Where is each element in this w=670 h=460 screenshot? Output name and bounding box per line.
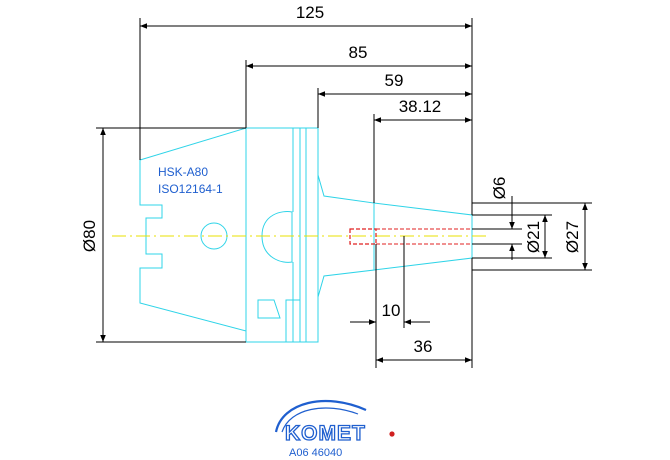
dim-125: 125 — [296, 3, 324, 22]
komet-brand-text: KOMET — [285, 422, 366, 445]
dim-10: 10 — [382, 301, 401, 320]
dim-85: 85 — [349, 43, 368, 62]
tool-holder-outline — [139, 127, 473, 343]
dimension-lines — [96, 18, 592, 368]
dim-38-12: 38.12 — [399, 97, 442, 116]
part-number: A06 46040 — [289, 447, 342, 459]
bore-hidden-lines — [349, 228, 472, 245]
dim-dia-6: Ø6 — [490, 177, 509, 200]
standard-label: ISO12164-1 — [158, 182, 223, 196]
dim-dia-80: Ø80 — [80, 220, 99, 252]
interface-label: HSK-A80 — [158, 165, 208, 179]
komet-logo: KOMET — [274, 399, 395, 446]
dim-dia-27: Ø27 — [563, 221, 582, 253]
dim-dia-21: Ø21 — [524, 221, 543, 253]
dim-59: 59 — [385, 71, 404, 90]
dim-36: 36 — [414, 337, 433, 356]
